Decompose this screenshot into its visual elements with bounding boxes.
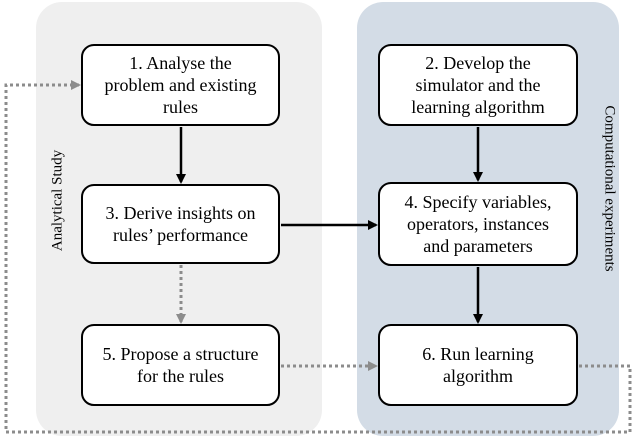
analytical-study-label: Analytical Study (49, 149, 66, 252)
step-3-box: 3. Derive insights on rules’ performance (81, 184, 280, 264)
step-4-box: 4. Specify variables, operators, instanc… (378, 182, 578, 266)
step-1-box: 1. Analyse the problem and existing rule… (81, 44, 280, 126)
step-6-box: 6. Run learning algorithm (378, 324, 578, 406)
arrow-6-loop-to-1 (4, 80, 632, 434)
step-5-box: 5. Propose a structure for the rules (81, 324, 280, 406)
step-2-box: 2. Develop the simulator and the learnin… (378, 44, 578, 126)
computational-experiments-label: Computational experiments (601, 105, 618, 272)
